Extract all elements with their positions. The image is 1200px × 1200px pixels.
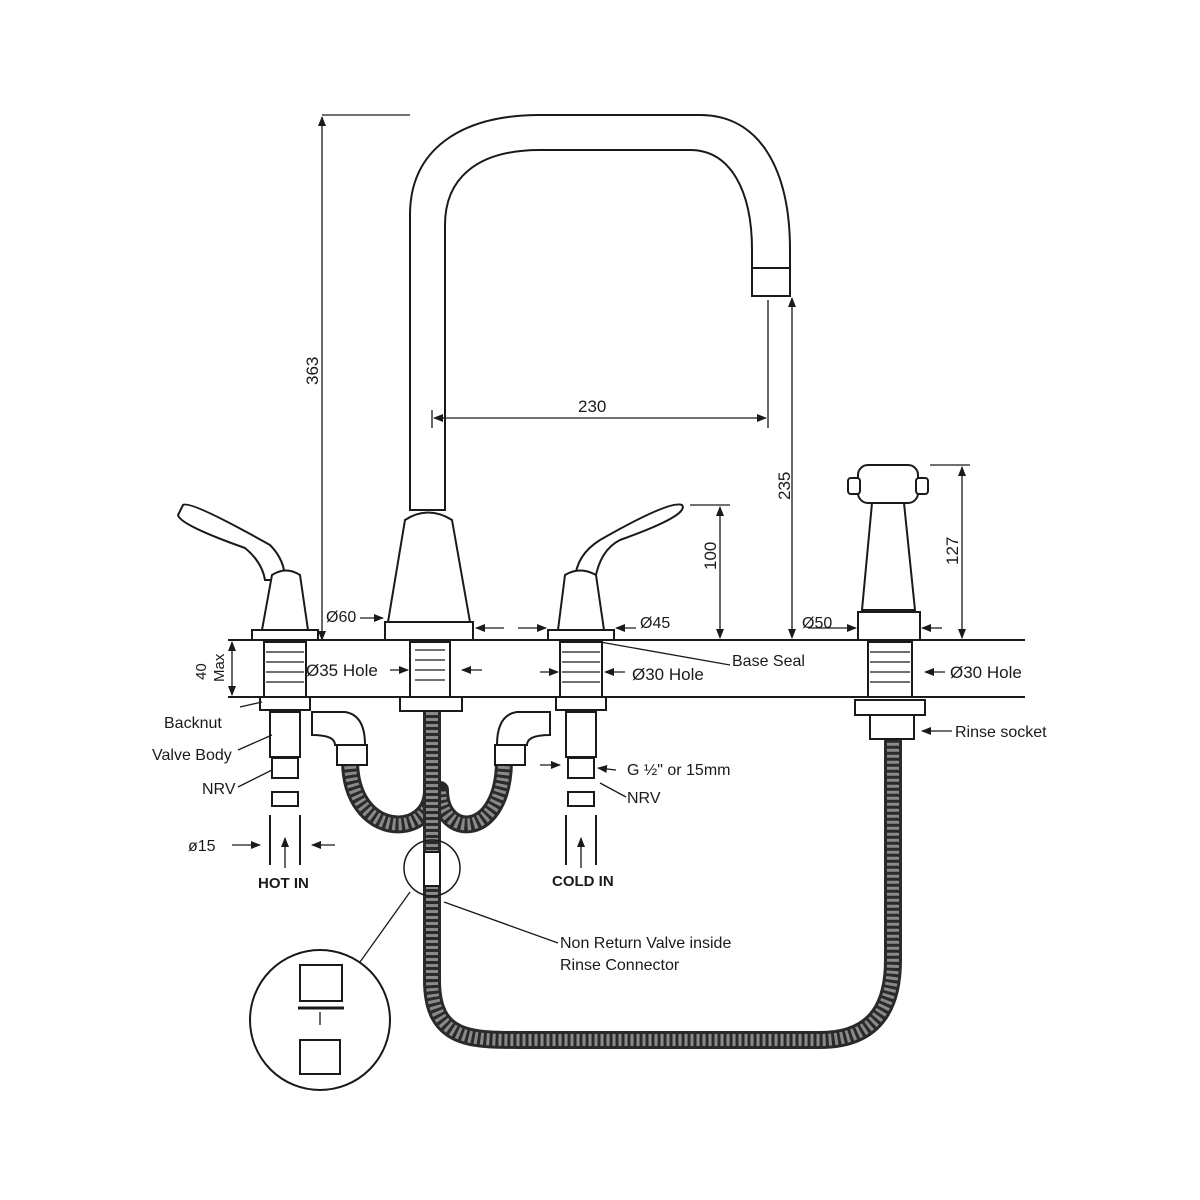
thread-label: G ½" or 15mm bbox=[627, 762, 730, 779]
nrv-note-line1: Non Return Valve inside bbox=[560, 935, 731, 952]
elbow-connectors bbox=[311, 711, 551, 766]
cold-in-label: COLD IN bbox=[552, 873, 614, 890]
hole-35-label: Ø35 Hole bbox=[306, 661, 378, 680]
nrv-note-line2: Rinse Connector bbox=[560, 957, 680, 974]
rinse-nrv-connector bbox=[403, 839, 461, 897]
nrv-right-label: NRV bbox=[627, 790, 661, 807]
hole-30-rinse-label: Ø30 Hole bbox=[950, 663, 1022, 682]
spout bbox=[384, 114, 791, 712]
dia-60: Ø60 bbox=[326, 609, 356, 626]
hot-valve-handle bbox=[176, 503, 319, 865]
dim-235: 235 bbox=[775, 472, 794, 500]
rinse-spray bbox=[847, 464, 929, 740]
nrv-detail-callout bbox=[249, 891, 411, 1091]
dim-100: 100 bbox=[701, 542, 720, 570]
dim-230: 230 bbox=[578, 397, 606, 416]
base-seal-label: Base Seal bbox=[732, 653, 805, 670]
nrv-left-label: NRV bbox=[202, 781, 236, 798]
dimension-lines bbox=[228, 114, 970, 944]
cold-valve-handle bbox=[547, 503, 684, 865]
dia-50: Ø50 bbox=[802, 615, 832, 632]
dia-15: ø15 bbox=[188, 838, 216, 855]
hot-in-label: HOT IN bbox=[258, 875, 309, 892]
braided-hoses bbox=[341, 703, 902, 1049]
dim-40-max: Max bbox=[211, 653, 228, 682]
backnut-label: Backnut bbox=[164, 715, 222, 732]
dim-40: 40 bbox=[193, 663, 210, 680]
dia-45: Ø45 bbox=[640, 615, 670, 632]
hole-30-valve-label: Ø30 Hole bbox=[632, 665, 704, 684]
valve-body-label: Valve Body bbox=[152, 747, 232, 764]
rinse-socket-label: Rinse socket bbox=[955, 724, 1047, 741]
dim-363: 363 bbox=[303, 357, 322, 385]
dim-127: 127 bbox=[943, 537, 962, 565]
